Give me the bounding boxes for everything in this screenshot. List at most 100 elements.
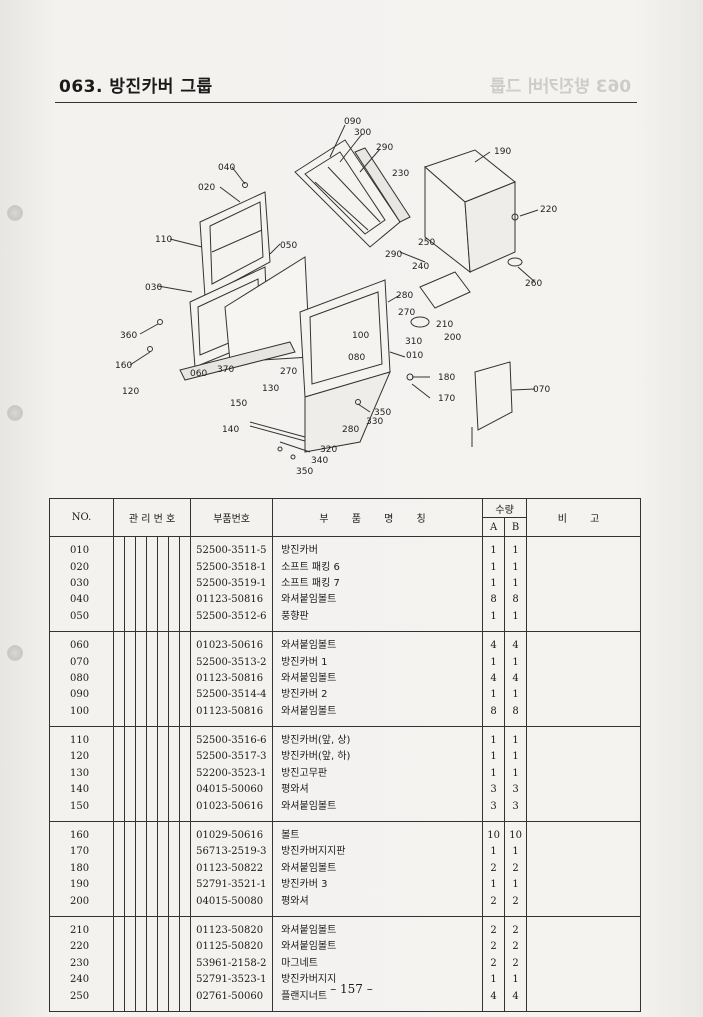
page-header: 063. 방진카버 그룹 063 방진카버 그룹	[55, 66, 637, 103]
cell-qty-b: 8	[504, 592, 528, 609]
column-header-part-name: 부 품 명 칭	[272, 498, 484, 537]
cell-mgmt-digit	[146, 782, 158, 799]
cell-no: 110	[49, 726, 114, 750]
cell-mgmt-digit	[124, 765, 136, 783]
cell-part-name: 방진고무판	[272, 765, 484, 783]
cell-qty-a: 1	[482, 726, 506, 750]
cell-mgmt-digit	[157, 798, 169, 822]
cell-mgmt-digit	[124, 749, 136, 766]
cell-part-name: 방진카버	[272, 536, 484, 560]
cell-mgmt-digit	[124, 703, 136, 727]
cell-no: 170	[49, 844, 114, 861]
cell-mgmt-digit	[113, 575, 125, 593]
cell-part-name: 마그네트	[272, 955, 484, 972]
cell-no: 090	[49, 687, 114, 704]
cell-qty-b: 1	[504, 726, 528, 750]
diagram-label: 190	[494, 147, 511, 157]
diagram-label: 050	[280, 241, 297, 251]
cell-part-name: 평와셔	[272, 893, 484, 917]
diagram-label: 360	[120, 331, 137, 341]
cell-mgmt-digit	[157, 939, 169, 956]
cell-part-name: 풍향판	[272, 608, 484, 632]
cell-mgmt-digit	[113, 726, 125, 750]
page-number: – 157 –	[330, 982, 373, 996]
cell-no: 080	[49, 670, 114, 688]
diagram-label: 130	[262, 384, 279, 394]
cell-mgmt-digit	[168, 893, 180, 917]
cell-mgmt-digit	[146, 536, 158, 560]
cell-mgmt-digit	[168, 670, 180, 688]
cell-mgmt-digit	[178, 988, 192, 1012]
cell-part-name: 와셔붙임볼트	[272, 670, 484, 688]
cell-mgmt-digit	[146, 798, 158, 822]
cell-part-name: 방진카버지지판	[272, 844, 484, 861]
cell-remark	[526, 798, 642, 822]
cell-mgmt-digit	[178, 592, 192, 609]
cell-mgmt-digit	[124, 916, 136, 940]
cell-mgmt-digit	[135, 749, 147, 766]
cell-mgmt-digit	[113, 749, 125, 766]
diagram-label: 220	[540, 205, 557, 215]
cell-mgmt-digit	[124, 559, 136, 576]
cell-remark	[526, 726, 642, 750]
diagram-label: 090	[344, 117, 361, 127]
cell-mgmt-digit	[135, 631, 147, 655]
punch-hole-icon	[7, 405, 23, 421]
cell-qty-b: 8	[504, 703, 528, 727]
punch-hole-icon	[7, 645, 23, 661]
cell-mgmt-digit	[135, 608, 147, 632]
cell-part-name: 와셔붙임볼트	[272, 939, 484, 956]
cell-mgmt-digit	[168, 860, 180, 878]
diagram-label: 240	[412, 262, 429, 272]
cell-qty-a: 1	[482, 575, 506, 593]
cell-mgmt-digit	[168, 765, 180, 783]
cell-mgmt-digit	[146, 608, 158, 632]
cell-mgmt-digit	[168, 592, 180, 609]
cell-part-no: 01023-50616	[190, 798, 274, 822]
cell-no: 020	[49, 559, 114, 576]
cell-mgmt-digit	[113, 893, 125, 917]
cell-remark	[526, 670, 642, 688]
cell-mgmt-digit	[113, 821, 125, 845]
cell-mgmt-digit	[178, 670, 192, 688]
cell-mgmt-digit	[178, 916, 192, 940]
cell-mgmt-digit	[168, 536, 180, 560]
cell-mgmt-digit	[146, 955, 158, 972]
cell-mgmt-digit	[146, 749, 158, 766]
cell-qty-b: 10	[504, 821, 528, 845]
cell-mgmt-digit	[113, 670, 125, 688]
cell-no: 220	[49, 939, 114, 956]
cell-part-no: 52500-3516-6	[190, 726, 274, 750]
cell-qty-b: 1	[504, 765, 528, 783]
column-header-no: NO.	[49, 498, 114, 537]
diagram-label: 310	[405, 337, 422, 347]
cell-mgmt-digit	[135, 536, 147, 560]
cell-qty-a: 1	[482, 749, 506, 766]
cell-mgmt-digit	[135, 916, 147, 940]
diagram-label: 030	[145, 283, 162, 293]
cell-mgmt-digit	[135, 670, 147, 688]
cell-qty-a: 2	[482, 860, 506, 878]
cell-mgmt-digit	[178, 844, 192, 861]
diagram-label: 040	[218, 163, 235, 173]
column-header-mgmt-no: 관 리 번 호	[112, 498, 192, 537]
cell-mgmt-digit	[157, 670, 169, 688]
cell-qty-b: 4	[504, 670, 528, 688]
cell-mgmt-digit	[168, 782, 180, 799]
cell-remark	[526, 955, 642, 972]
cell-no: 100	[49, 703, 114, 727]
cell-mgmt-digit	[146, 559, 158, 576]
cell-mgmt-digit	[146, 916, 158, 940]
cell-part-no: 52500-3514-4	[190, 687, 274, 704]
diagram-label: 080	[348, 353, 365, 363]
diagram-label: 200	[444, 333, 461, 343]
cell-mgmt-digit	[146, 844, 158, 861]
diagram-label: 020	[198, 183, 215, 193]
cell-part-no: 04015-50060	[190, 782, 274, 799]
